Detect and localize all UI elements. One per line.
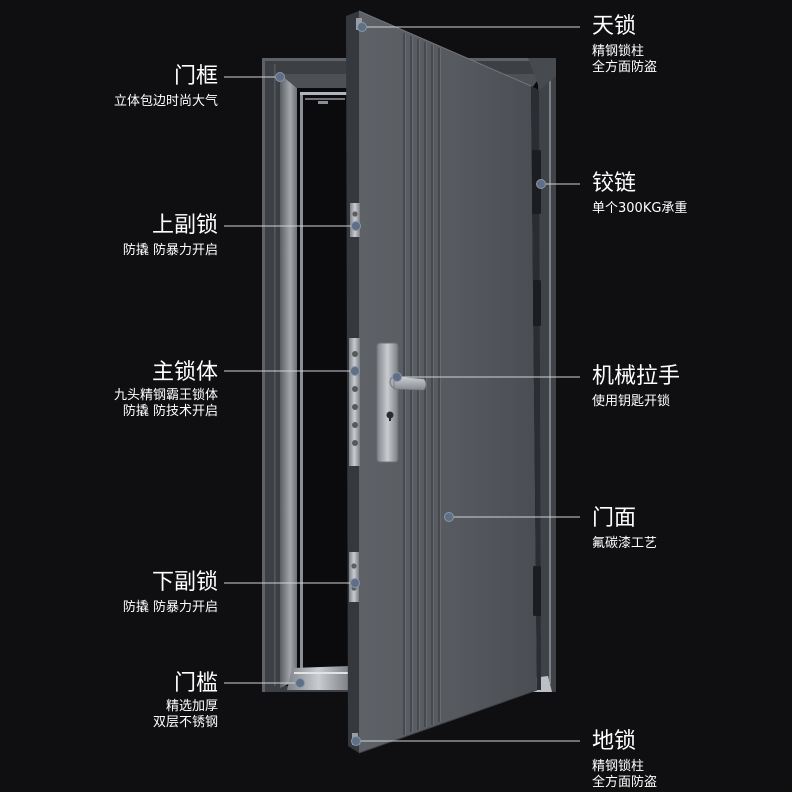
keyhole-slot — [389, 416, 391, 421]
callout-top-lock: 天锁 精钢锁柱 全方面防盗 — [592, 15, 657, 76]
callout-title: 上副锁 — [151, 213, 218, 238]
callout-title: 机械拉手 — [592, 364, 681, 389]
lock-bolt — [352, 211, 358, 217]
callout-description: 防撬 防暴力开启 — [123, 243, 218, 259]
marker-dot-ground-lock — [351, 736, 361, 746]
callout-line: 氟碳漆工艺 — [592, 536, 658, 551]
callout-description: 防撬 防暴力开启 — [123, 600, 218, 616]
callout-line: 精选加厚 — [165, 699, 218, 714]
keyhole-icon — [386, 411, 394, 419]
callout-threshold: 门槛 精选加厚 双层不锈钢 — [153, 672, 218, 731]
lower-secondary-lock — [349, 552, 359, 602]
callout-line: 防撬 防暴力开启 — [122, 600, 218, 615]
callout-line: 防撬 防技术开启 — [122, 404, 218, 419]
frame-post-right — [538, 74, 556, 692]
callout-description: 氟碳漆工艺 — [592, 536, 657, 552]
callout-title: 铰链 — [592, 171, 637, 196]
frame-far-top — [300, 92, 348, 95]
callout-description: 单个300KG承重 — [592, 201, 687, 217]
marker-dot-upper-secondary-lock — [351, 221, 361, 231]
callout-hinge: 铰链 单个300KG承重 — [592, 172, 687, 217]
lock-bolt — [352, 404, 358, 410]
callout-line: 单个300KG承重 — [592, 201, 688, 216]
marker-dot-door-frame — [275, 72, 285, 82]
handle-plate — [376, 342, 399, 463]
callout-line: 立体包边时尚大气 — [113, 94, 218, 109]
callout-description: 使用钥匙开锁 — [592, 394, 680, 410]
callout-line: 精钢锁柱 — [592, 44, 645, 59]
callout-title: 天锁 — [592, 14, 637, 39]
marker-dot-hinge — [536, 179, 546, 189]
frame-jamb-left — [280, 74, 297, 688]
marker-dot-top-lock — [357, 22, 367, 32]
main-lock-body — [349, 338, 360, 466]
hinges — [532, 150, 541, 616]
callout-line: 全方面防盗 — [592, 60, 658, 75]
callout-title: 门面 — [592, 506, 637, 531]
callout-line: 九头精钢霸王锁体 — [113, 388, 218, 403]
callout-description: 立体包边时尚大气 — [114, 94, 218, 110]
lock-bolt — [351, 563, 357, 569]
lock-bolt — [352, 422, 358, 428]
callout-door-panel: 门面 氟碳漆工艺 — [592, 507, 657, 552]
frame-far-top-latch — [318, 101, 328, 104]
frame-left-post-line — [274, 64, 276, 686]
callout-door-frame: 门框 立体包边时尚大气 — [114, 65, 218, 110]
callout-lower-secondary-lock: 下副锁 防撬 防暴力开启 — [123, 571, 218, 616]
callout-main-lock-body: 主锁体 九头精钢霸王锁体 防撬 防技术开启 — [114, 361, 218, 420]
lock-bolt — [352, 386, 358, 392]
marker-dot-door-panel — [444, 512, 454, 522]
frame-outer-edge-left — [262, 58, 265, 692]
callout-upper-secondary-lock: 上副锁 防撬 防暴力开启 — [123, 214, 218, 259]
door-hinge-edge — [531, 86, 541, 690]
callout-line: 精钢锁柱 — [592, 759, 645, 774]
callout-description: 精选加厚 双层不锈钢 — [153, 699, 218, 731]
callout-line: 全方面防盗 — [592, 775, 658, 790]
door-top-edge — [358, 10, 532, 87]
door-leaf — [346, 10, 541, 754]
marker-dot-main-lock-body — [350, 366, 360, 376]
callout-description: 精钢锁柱 全方面防盗 — [592, 44, 657, 76]
callout-title: 下副锁 — [151, 570, 218, 595]
callout-title: 主锁体 — [151, 360, 218, 385]
marker-dot-lower-secondary-lock — [350, 578, 360, 588]
frame-post-right-highlight — [549, 80, 551, 684]
callout-mechanical-handle: 机械拉手 使用钥匙开锁 — [592, 365, 680, 410]
callout-title: 门槛 — [173, 671, 218, 696]
lock-bolt — [352, 440, 358, 446]
callout-description: 精钢锁柱 全方面防盗 — [592, 759, 657, 791]
marker-dot-mechanical-handle — [392, 372, 402, 382]
frame-far-top-detail — [305, 98, 345, 100]
leader-lines — [224, 26, 580, 742]
lock-bolt — [352, 351, 358, 357]
marker-dot-threshold — [295, 678, 305, 688]
hinge — [533, 280, 541, 326]
callout-line: 双层不锈钢 — [152, 715, 218, 730]
callout-ground-lock: 地锁 精钢锁柱 全方面防盗 — [592, 730, 657, 791]
door-handle — [376, 342, 427, 463]
upper-secondary-lock — [350, 203, 360, 237]
callout-title: 门框 — [173, 64, 218, 89]
callout-title: 地锁 — [592, 729, 637, 754]
frame-far-edge — [300, 92, 303, 670]
handle-lever — [393, 375, 427, 391]
callout-line: 防撬 防暴力开启 — [122, 243, 218, 258]
threshold-highlight — [294, 672, 350, 674]
door-bottom-edge — [358, 689, 538, 754]
frame-corner-top-right — [528, 58, 556, 90]
marker-dots — [275, 22, 546, 746]
callout-line: 使用钥匙开锁 — [592, 394, 671, 409]
hinge — [533, 566, 541, 616]
callout-description: 九头精钢霸王锁体 防撬 防技术开启 — [114, 388, 218, 420]
